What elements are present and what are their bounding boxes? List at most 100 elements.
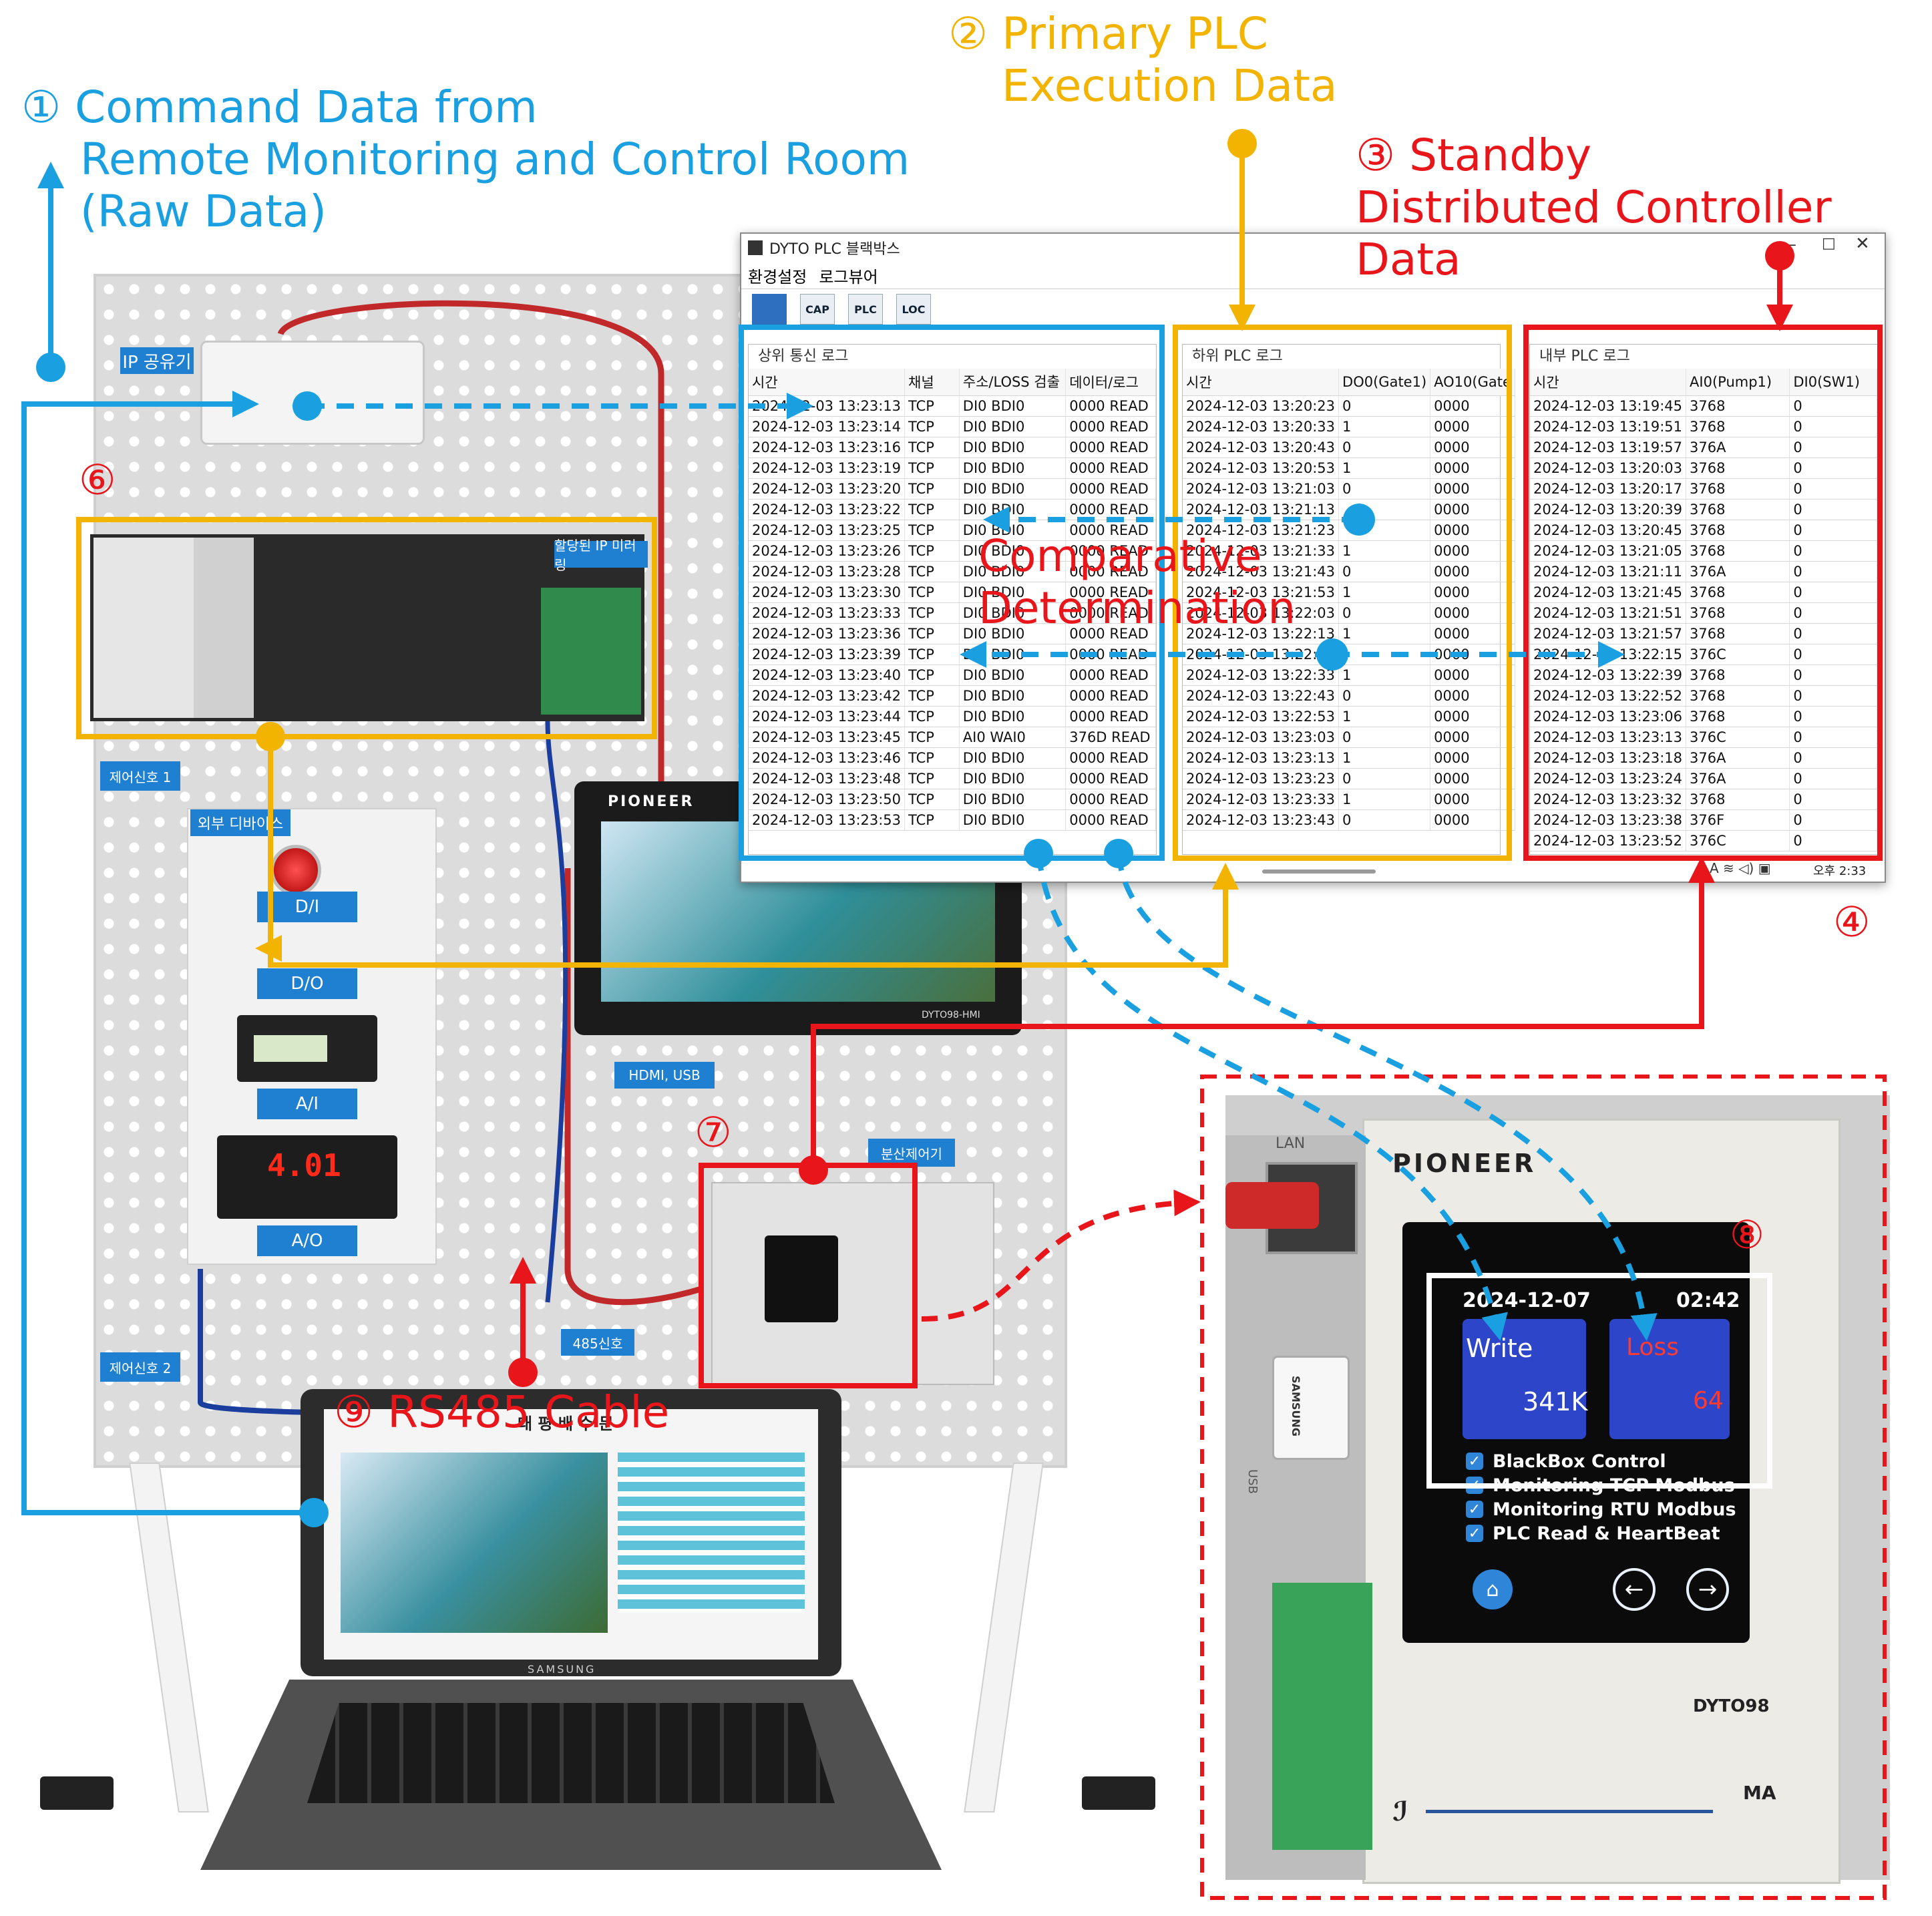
panel-meter <box>217 1135 397 1219</box>
window-close-icon[interactable]: ✕ <box>1855 234 1870 254</box>
internal-col-di0[interactable]: DI0(SW1) <box>1789 369 1877 396</box>
lower-col-do0[interactable]: DO0(Gate1) <box>1338 369 1431 396</box>
upper-col-channel[interactable]: 채널 <box>904 369 960 396</box>
forward-arrow-icon[interactable]: → <box>1686 1568 1729 1611</box>
upper-col-data[interactable]: 데이터/로그 <box>1065 369 1156 396</box>
open-folder-icon[interactable] <box>752 294 787 325</box>
scroll-indicator[interactable] <box>1262 870 1376 874</box>
menu-log-viewer[interactable]: 로그뷰어 <box>819 267 878 286</box>
lower-col-time[interactable]: 시간 <box>1183 369 1340 396</box>
upper-col-time[interactable]: 시간 <box>749 369 906 396</box>
cap-button[interactable]: CAP <box>800 294 835 325</box>
lower-col-ao10[interactable]: AO10(Gate <box>1430 369 1515 396</box>
menu-settings[interactable]: 환경설정 <box>748 267 807 286</box>
back-arrow-icon[interactable]: ← <box>1613 1568 1656 1611</box>
table-cell: 2024-12-03 13:23:26 <box>749 540 906 562</box>
distributed-controller-small <box>711 1182 994 1385</box>
callout-2-line-1: Primary PLC <box>1002 8 1268 59</box>
table-cell: 0000 <box>1430 416 1515 437</box>
check-plc-read-heartbeat[interactable]: ✓PLC Read & HeartBeat <box>1466 1521 1746 1545</box>
loc-button[interactable]: LOC <box>896 294 931 325</box>
check-blackbox-control[interactable]: ✓BlackBox Control <box>1466 1449 1746 1473</box>
table-cell: 0000 <box>1430 561 1515 582</box>
table-cell: 1 <box>1338 623 1431 644</box>
table-cell: 2024-12-03 13:23:50 <box>749 789 906 810</box>
loss-tile[interactable] <box>1609 1319 1730 1439</box>
internal-col-time[interactable]: 시간 <box>1530 369 1687 396</box>
table-cell: 3768 <box>1686 520 1790 541</box>
internal-col-ai0[interactable]: AI0(Pump1) <box>1686 369 1790 396</box>
home-button[interactable]: ⌂ <box>1473 1569 1513 1609</box>
table-cell: 2024-12-03 13:20:43 <box>1183 437 1340 458</box>
upper-col-address[interactable]: 주소/LOSS 검출 <box>959 369 1067 396</box>
window-maximize-icon[interactable]: □ <box>1822 235 1836 252</box>
table-cell: 0000 READ <box>1065 685 1156 707</box>
table-cell: 2024-12-03 13:22:39 <box>1530 664 1687 686</box>
plc-button[interactable]: PLC <box>848 294 883 325</box>
check-monitoring-rtu[interactable]: ✓Monitoring RTU Modbus <box>1466 1497 1746 1521</box>
table-cell: 0000 <box>1430 540 1515 562</box>
table-cell: 2024-12-03 13:22:43 <box>1183 685 1340 707</box>
